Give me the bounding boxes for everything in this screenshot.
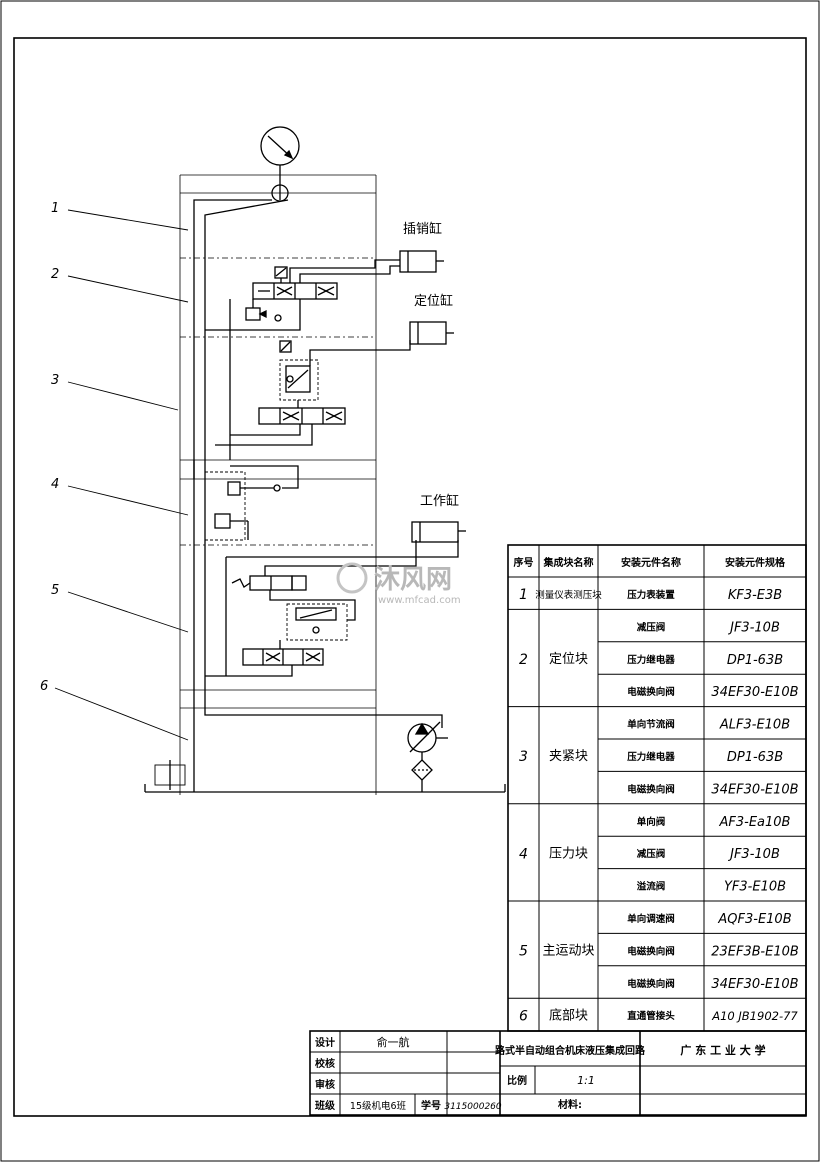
bom-part-name: 单向调速阀 bbox=[627, 913, 675, 925]
label-cylinder-work: 工作缸 bbox=[420, 493, 459, 509]
bom-part-spec: DP1-63B bbox=[727, 653, 783, 668]
bom-group-number: 2 bbox=[519, 652, 528, 668]
bom-header-cell: 集成块名称 bbox=[543, 556, 594, 569]
pump-icon bbox=[407, 721, 448, 760]
cylinder-pin bbox=[399, 250, 444, 273]
bom-group-name: 定位块 bbox=[549, 652, 588, 667]
label-cylinder-pin: 插销缸 bbox=[403, 221, 442, 237]
bom-part-name: 直通管接头 bbox=[627, 1010, 675, 1022]
leader-lines bbox=[54, 209, 189, 741]
cylinder-work bbox=[411, 521, 466, 543]
bom-part-name: 电磁换向阀 bbox=[627, 945, 675, 957]
tb-school: 广 东 工 业 大 学 bbox=[680, 1043, 765, 1057]
bom-part-name: 压力继电器 bbox=[627, 654, 675, 666]
bom-group-name: 测量仪表测压块 bbox=[535, 589, 602, 601]
bom-part-spec: YF3-E10B bbox=[724, 880, 786, 895]
watermark: 沐风网 www.mfcad.com bbox=[336, 562, 461, 606]
bom-part-spec: 34EF30-E10B bbox=[711, 685, 798, 700]
manifold-stack bbox=[179, 174, 377, 795]
hydraulic-schematic bbox=[54, 126, 506, 795]
bom-part-spec: JF3-10B bbox=[727, 847, 780, 862]
tb-design-label: 设计 bbox=[315, 1036, 335, 1049]
bom-header-cell: 安装元件名称 bbox=[621, 556, 681, 569]
bom-group-number: 1 bbox=[519, 587, 528, 603]
watermark-url: www.mfcad.com bbox=[378, 595, 461, 606]
leader-number-2: 2 bbox=[51, 267, 59, 282]
leader-number-6: 6 bbox=[40, 679, 48, 694]
tb-material-label: 材料: bbox=[558, 1098, 582, 1111]
valve-block-4 bbox=[204, 465, 299, 541]
tb-designer: 俞一航 bbox=[377, 1035, 410, 1049]
filter-icon bbox=[411, 759, 433, 792]
bom-group-name: 底部块 bbox=[549, 1007, 588, 1023]
bom-group-name: 主运动块 bbox=[542, 944, 594, 959]
tb-class-value: 15级机电6班 bbox=[350, 1100, 407, 1112]
bom-part-spec: 23EF3B-E10B bbox=[711, 944, 799, 959]
title-block: 设计 俞一航 校核 审核 班级 15级机电6班 学号 3115000260 路式… bbox=[309, 1030, 807, 1116]
bom-part-name: 电磁换向阀 bbox=[627, 783, 675, 795]
bom-group-number: 6 bbox=[519, 1008, 528, 1024]
bom-group-name: 夹紧块 bbox=[549, 749, 588, 764]
bom-group-name: 压力块 bbox=[549, 846, 588, 861]
bom-header-cell: 序号 bbox=[514, 556, 534, 569]
leader-number-3: 3 bbox=[51, 373, 59, 388]
bom-part-spec: 34EF30-E10B bbox=[711, 977, 798, 992]
tb-check-label: 校核 bbox=[315, 1057, 335, 1070]
bom-table: 序号集成块名称 安装元件名称 安装元件规格 1 测量仪表测压块 压力表装置 KF3-E3B 2… bbox=[507, 544, 807, 1032]
bom-part-spec: 34EF30-E10B bbox=[711, 782, 798, 797]
label-cylinder-locate: 定位缸 bbox=[414, 293, 453, 309]
tb-id-label: 学号 bbox=[421, 1099, 441, 1112]
bom-part-spec: DP1-63B bbox=[727, 750, 783, 765]
main-channels bbox=[193, 199, 443, 792]
leader-number-4: 4 bbox=[51, 477, 59, 492]
leader-number-1: 1 bbox=[51, 201, 59, 216]
bom-part-name: 电磁换向阀 bbox=[627, 686, 675, 698]
bom-part-spec: AF3-Ea10B bbox=[719, 815, 791, 830]
bom-part-name: 压力表装置 bbox=[627, 589, 675, 601]
bom-group-number: 3 bbox=[519, 749, 528, 765]
bom-part-spec: ALF3-E10B bbox=[719, 718, 790, 733]
bom-part-name: 减压阀 bbox=[637, 848, 666, 860]
bom-part-name: 压力继电器 bbox=[627, 751, 675, 763]
bom-group-number: 5 bbox=[519, 944, 528, 960]
bom-part-name: 减压阀 bbox=[637, 621, 666, 633]
pressure-gauge-icon bbox=[260, 126, 300, 202]
bom-header-cell: 安装元件规格 bbox=[725, 556, 786, 569]
cylinder-locate bbox=[409, 321, 454, 345]
base-plate bbox=[144, 760, 506, 793]
valve-block-2 bbox=[205, 259, 400, 460]
bom-part-spec: AQF3-E10B bbox=[717, 912, 791, 927]
bom-group-number: 4 bbox=[519, 846, 528, 862]
bom-part-name: 单向阀 bbox=[637, 816, 666, 828]
tb-drawing-title: 路式半自动组合机床液压集成回路 bbox=[495, 1044, 646, 1057]
bom-part-name: 溢流阀 bbox=[637, 881, 666, 893]
bom-part-name: 电磁换向阀 bbox=[627, 978, 675, 990]
tb-review-label: 审核 bbox=[315, 1078, 335, 1091]
bom-part-spec: JF3-10B bbox=[727, 620, 780, 635]
valve-block-3 bbox=[215, 340, 411, 446]
tb-id-value: 3115000260 bbox=[444, 1102, 502, 1112]
leader-number-5: 5 bbox=[51, 583, 59, 598]
watermark-brand: 沐风网 bbox=[374, 565, 452, 595]
bom-part-spec: KF3-E3B bbox=[728, 588, 782, 603]
valve-block-5 bbox=[205, 540, 459, 677]
tb-scale-value: 1:1 bbox=[577, 1074, 595, 1087]
tb-scale-label: 比例 bbox=[507, 1074, 527, 1087]
bom-part-spec: A10 JB1902-77 bbox=[711, 1009, 798, 1023]
bom-part-name: 单向节流阀 bbox=[627, 719, 675, 731]
tb-class-label: 班级 bbox=[315, 1099, 336, 1112]
